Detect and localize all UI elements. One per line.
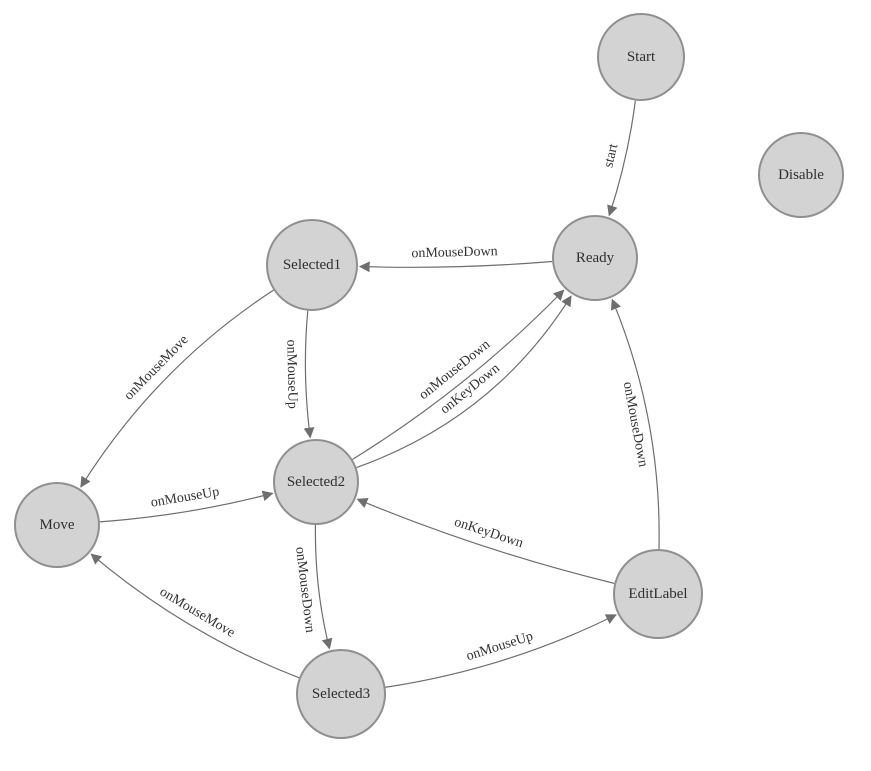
node-circle-Selected1[interactable]	[266, 219, 358, 311]
edge-label-onMouseDown: onMouseDown	[292, 546, 317, 634]
edge-Selected3-Move[interactable]	[90, 553, 300, 679]
edge-Ready-Selected1[interactable]	[358, 260, 553, 273]
node-label-Ready: Ready	[576, 250, 615, 266]
edge-label-start: start	[601, 142, 621, 169]
node-EditLabel[interactable]: EditLabel	[613, 549, 703, 639]
node-circle-Selected2[interactable]	[273, 439, 359, 525]
edge-layer: start onMouseDown onMouseUp onMouseMove onMo…	[80, 100, 660, 688]
edge-label-onMouseMove: onMouseMove	[122, 332, 192, 403]
edge-Move-Selected2[interactable]	[99, 490, 274, 523]
node-circle-Disable[interactable]	[758, 132, 844, 218]
edge-label-onMouseUp: onMouseUp	[150, 485, 221, 511]
edge-Selected2-Ready[interactable]	[352, 289, 565, 460]
node-circle-Selected3[interactable]	[296, 649, 386, 739]
node-label-Disable: Disable	[778, 167, 824, 183]
node-label-Selected1: Selected1	[283, 257, 341, 273]
node-Selected1[interactable]: Selected1	[266, 219, 358, 311]
node-label-Selected3: Selected3	[312, 686, 370, 702]
edge-Selected1-Move[interactable]	[80, 289, 274, 488]
node-Selected2[interactable]: Selected2	[273, 439, 359, 525]
node-Ready[interactable]: Ready	[552, 215, 638, 301]
edge-Selected3-EditLabel[interactable]	[385, 614, 617, 688]
node-label-Selected2: Selected2	[287, 474, 345, 490]
node-Selected3[interactable]: Selected3	[296, 649, 386, 739]
node-label-EditLabel: EditLabel	[628, 586, 687, 602]
node-label-Move: Move	[40, 517, 75, 533]
edge-Start-Ready[interactable]	[607, 100, 636, 217]
edge-label-onMouseMove: onMouseMove	[157, 585, 238, 641]
edge-Selected2-Selected3[interactable]	[314, 524, 333, 650]
node-Start[interactable]: Start	[597, 13, 685, 101]
node-Disable[interactable]: Disable	[758, 132, 844, 218]
node-Move[interactable]: Move	[14, 482, 100, 568]
edge-EditLabel-Selected2[interactable]	[356, 498, 615, 584]
edge-label-onKeyDown: onKeyDown	[452, 515, 525, 552]
node-circle-Ready[interactable]	[552, 215, 638, 301]
edge-EditLabel-Ready[interactable]	[610, 298, 660, 550]
edge-label-onMouseDown: onMouseDown	[411, 244, 498, 261]
node-circle-Start[interactable]	[597, 13, 685, 101]
node-label-Start: Start	[627, 49, 656, 65]
node-circle-Move[interactable]	[14, 482, 100, 568]
edge-Selected1-Selected2[interactable]	[303, 310, 315, 439]
edge-label-onMouseUp: onMouseUp	[283, 339, 299, 408]
edge-label-onMouseDown: onMouseDown	[620, 381, 651, 469]
edge-Selected2-Ready[interactable]	[356, 295, 572, 469]
node-circle-EditLabel[interactable]	[613, 549, 703, 639]
edge-label-onMouseUp: onMouseUp	[465, 629, 536, 664]
